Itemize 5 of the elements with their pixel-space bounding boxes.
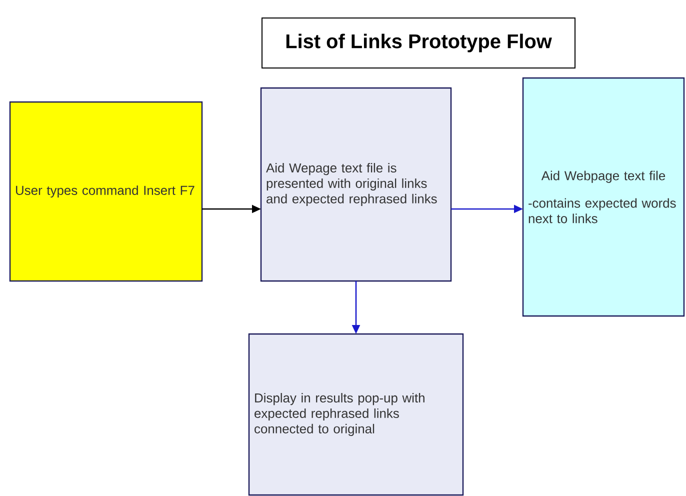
title-box: List of Links Prototype Flow: [262, 18, 576, 68]
process-box: Aid Webpage text file -contains expected words next to links: [522, 77, 685, 317]
process-box: Aid Wepage text file is presented with original links and expected rephrased links: [260, 87, 452, 282]
process-box: Display in results pop-up with expected rephrased links connected to original: [248, 333, 464, 496]
process-box: User types command Insert F7: [9, 101, 203, 282]
